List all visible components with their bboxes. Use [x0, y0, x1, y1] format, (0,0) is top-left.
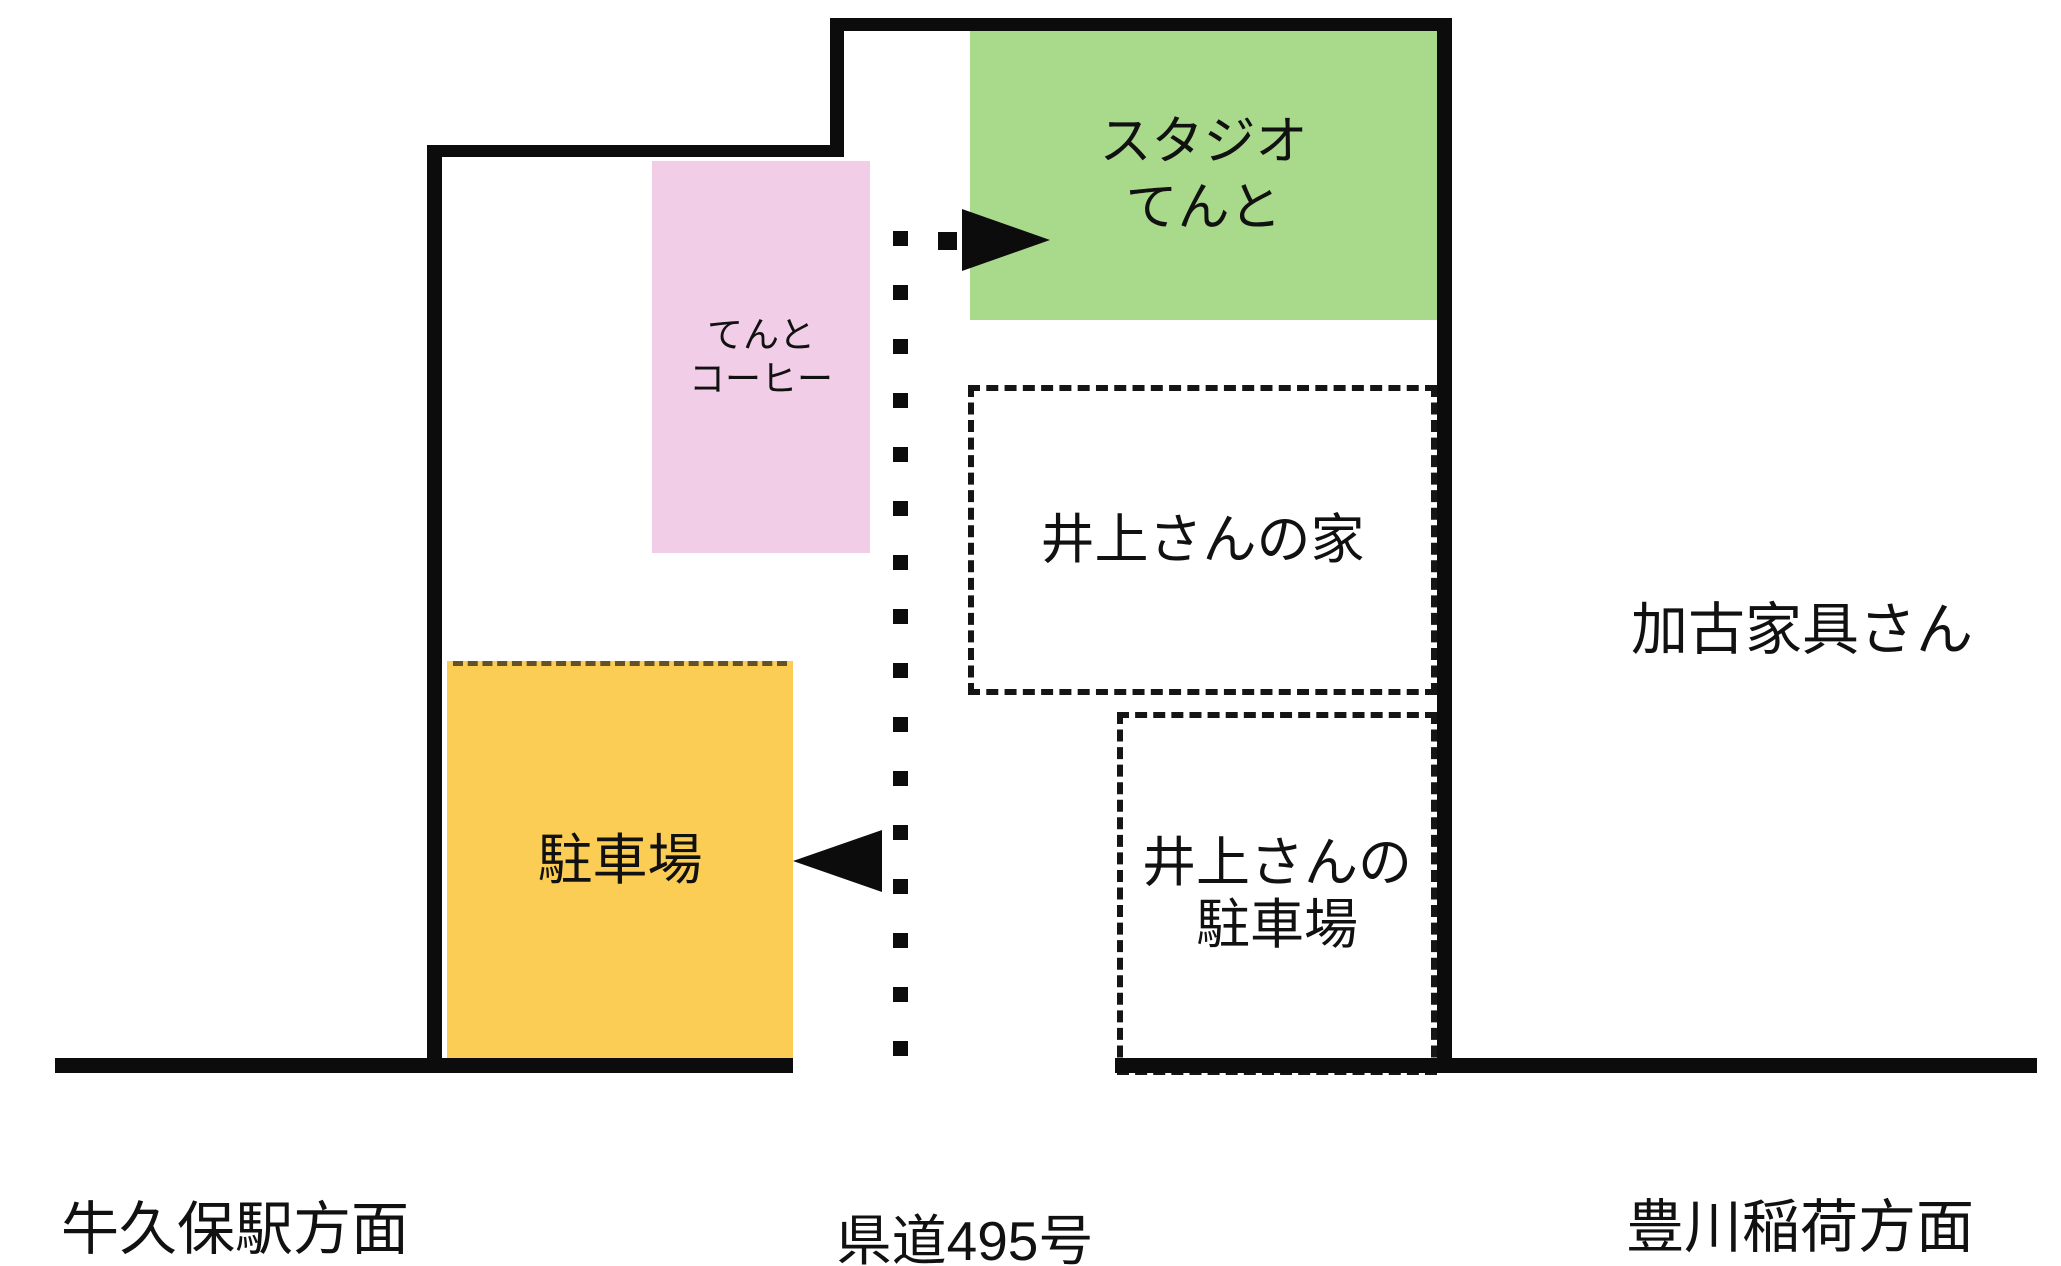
inoue-house-zone: 井上さんの家	[968, 385, 1437, 695]
boundary-bottom-east-wall	[1115, 1058, 2037, 1073]
boundary-right-wall	[1437, 18, 1452, 1073]
boundary-left-wall	[427, 145, 442, 1073]
kako-furniture-label: 加古家具さん	[1631, 598, 1973, 662]
arrow-to-studio-dot	[938, 232, 957, 250]
road-dotted-line	[893, 231, 908, 1064]
tento-coffee-label: てんと コーヒー	[688, 314, 833, 399]
toyokawa-inari-direction-label: 豊川稲荷方面	[1625, 1195, 1974, 1260]
studio-tento-label: スタジオ てんと	[1099, 113, 1308, 237]
inoue-parking-label: 井上さんの 駐車場	[1142, 832, 1412, 955]
studio-tento-zone: スタジオ てんと	[970, 30, 1437, 320]
parking-label: 駐車場	[537, 828, 703, 891]
boundary-top-wall	[830, 18, 1452, 31]
parking-zone: 駐車場	[447, 661, 793, 1058]
arrow-to-parking-icon	[793, 830, 882, 892]
boundary-bottom-west-wall	[55, 1058, 793, 1073]
parking-zone-dashed-edge	[453, 661, 787, 666]
tento-coffee-zone: てんと コーヒー	[652, 161, 870, 553]
boundary-mid-wall	[427, 145, 843, 157]
inoue-house-label: 井上さんの家	[1040, 510, 1365, 570]
boundary-notch-wall	[830, 18, 844, 157]
inoue-parking-zone: 井上さんの 駐車場	[1117, 712, 1437, 1075]
ushikubo-station-direction-label: 牛久保駅方面	[60, 1197, 409, 1262]
arrow-to-studio-icon	[962, 209, 1050, 271]
route-495-label: 県道495号	[836, 1210, 1094, 1266]
